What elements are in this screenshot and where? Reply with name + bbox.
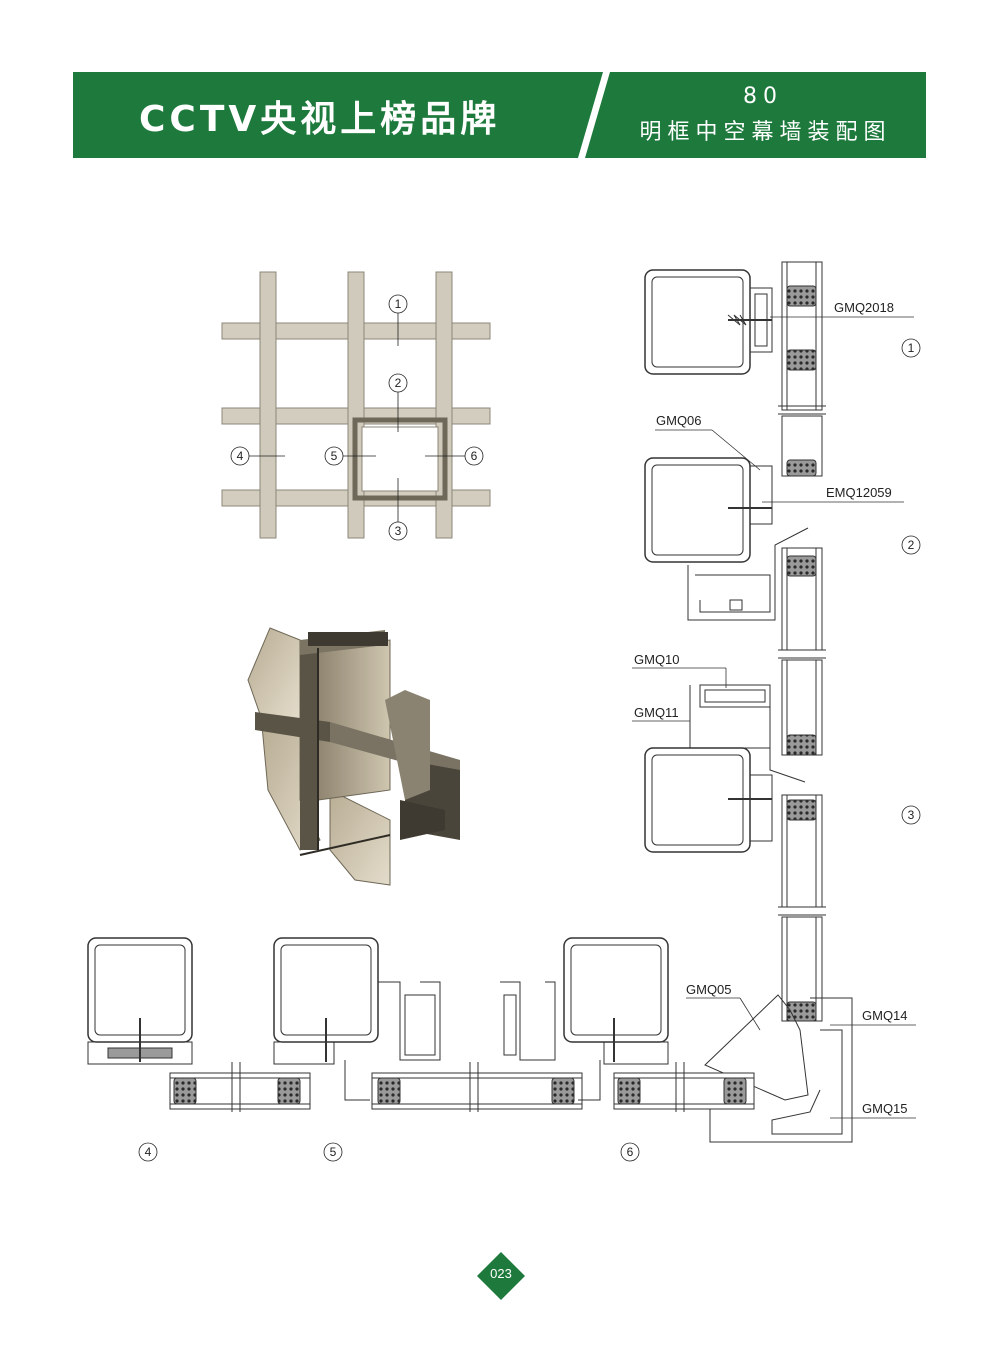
grid-callout-3	[388, 521, 408, 541]
grid-callout-5	[324, 446, 344, 466]
section-callout-2	[901, 535, 921, 555]
grid-callout-6	[464, 446, 484, 466]
section-callout-4	[138, 1142, 158, 1162]
section-callout-2-label: 2	[908, 538, 915, 552]
section-callout-4-label: 4	[145, 1145, 152, 1159]
grid-callout-2	[388, 373, 408, 393]
drawing-title: 明框中空幕墙装配图	[639, 120, 892, 145]
section-callout-1	[901, 338, 921, 358]
grid-callout-2-label: 2	[395, 376, 402, 390]
vertical-section-leaders	[632, 316, 916, 1119]
section-callout-3-label: 3	[908, 808, 915, 822]
header-background	[73, 72, 926, 158]
section-callout-6-label: 6	[627, 1145, 634, 1159]
part-label-gmq11: GMQ11	[634, 705, 679, 720]
part-label-gmq10: GMQ10	[634, 652, 680, 667]
grid-callout-5-label: 5	[331, 449, 338, 463]
section-callout-5-label: 5	[330, 1145, 337, 1159]
facade-grid-elevation: 1 2 3 4 5 6	[221, 271, 491, 541]
page-number-badge	[477, 1252, 525, 1300]
page-number: 023	[490, 1266, 512, 1281]
horizontal-sections	[87, 937, 755, 1112]
part-label-emq12059: EMQ12059	[826, 485, 892, 500]
grid-callout-4-label: 4	[237, 449, 244, 463]
brand-title: CCTV央视上榜品牌	[139, 99, 501, 140]
part-label-gmq05: GMQ05	[686, 982, 732, 997]
part-label-gmq2018: GMQ2018	[834, 300, 894, 315]
section-callout-6	[620, 1142, 640, 1162]
grid-callout-6-label: 6	[471, 449, 478, 463]
section-callout-1-label: 1	[908, 341, 915, 355]
vertical-section	[644, 261, 853, 1143]
3d-cutaway-illustration	[247, 627, 460, 886]
part-label-gmq14: GMQ14	[862, 1008, 908, 1023]
grid-callout-1-label: 1	[395, 297, 402, 311]
section-callout-5	[323, 1142, 343, 1162]
part-label-gmq15: GMQ15	[862, 1101, 908, 1116]
section-callout-3	[901, 805, 921, 825]
part-label-gmq06: GMQ06	[656, 413, 702, 428]
header-band: CCTV央视上榜品牌 80 明框中空幕墙装配图	[73, 72, 926, 158]
grid-callout-1	[388, 294, 408, 314]
series-number: 80	[743, 84, 783, 109]
grid-callout-4	[230, 446, 250, 466]
grid-callout-3-label: 3	[395, 524, 402, 538]
